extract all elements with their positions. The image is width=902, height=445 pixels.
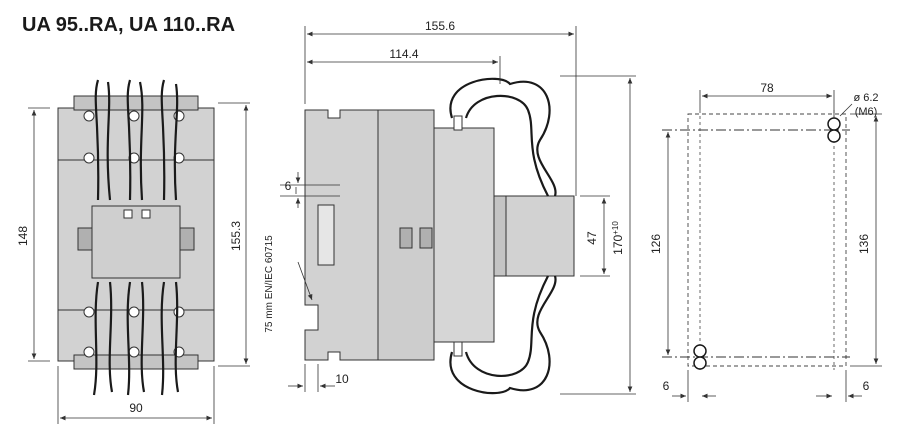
front-view: [28, 79, 250, 424]
screw-size-label: (M6): [855, 106, 878, 118]
outer-height-label: 136: [857, 234, 871, 254]
front-height-total-label: 155.3: [229, 221, 243, 251]
block-height-label: 47: [585, 231, 599, 245]
rail-standard-label: 75 mm EN/IEC 60715: [264, 235, 275, 333]
side-view: [280, 26, 636, 395]
foot-label: 10: [335, 372, 349, 386]
mounting-hole-top: [827, 117, 841, 143]
hole-spacing-h-label: 78: [760, 81, 774, 95]
side-length-body-label: 114.4: [389, 47, 418, 61]
margin-right-label: 6: [863, 379, 870, 393]
mounting-view: [662, 90, 882, 402]
side-height-total-label: 170+10: [611, 221, 625, 255]
mounting-hole-bottom: [693, 344, 707, 370]
front-height-body-label: 148: [16, 226, 30, 246]
margin-left-label: 6: [663, 379, 670, 393]
front-width-label: 90: [129, 401, 143, 415]
hole-spacing-v-label: 126: [649, 234, 663, 254]
rail-gap-label: 6: [285, 179, 292, 193]
drawing-title: UA 95..RA, UA 110..RA: [22, 14, 236, 36]
hole-diameter-label: ø 6.2: [853, 92, 878, 104]
side-length-total-label: 155.6: [425, 19, 455, 33]
